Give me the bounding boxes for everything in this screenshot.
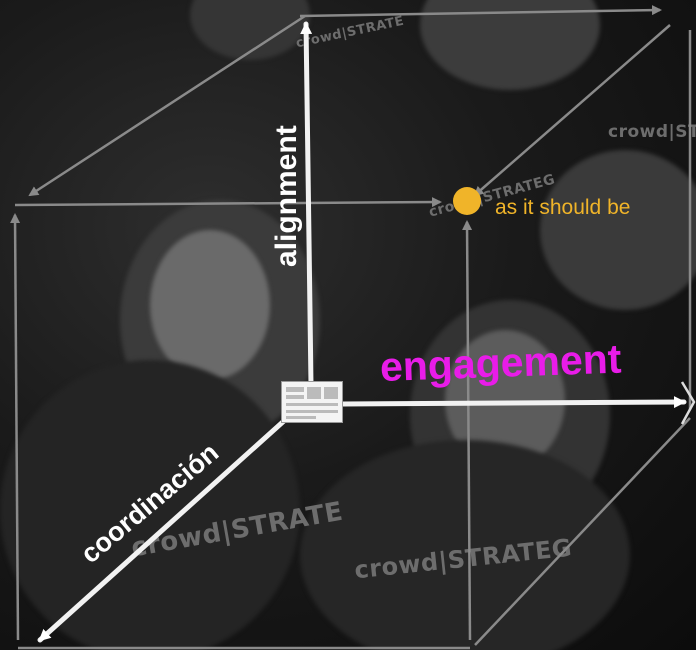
document-row (286, 403, 338, 406)
alignment-axis (300, 21, 314, 388)
document-row (286, 395, 304, 399)
cube-edge (474, 417, 691, 646)
cube-edge (14, 197, 442, 208)
cube-edge (28, 14, 306, 197)
shirt-logo: crowd|ST (608, 122, 696, 142)
person-silhouette (0, 360, 300, 650)
document-row (286, 416, 316, 419)
person-silhouette (540, 150, 696, 310)
alignment-axis-label: alignment (270, 125, 303, 267)
document-row (324, 387, 338, 399)
coordination-axis (37, 417, 288, 643)
document-row (286, 387, 304, 392)
person-silhouette (150, 230, 270, 380)
document-row (307, 387, 321, 399)
chevron-right-icon (680, 381, 696, 425)
cube-edge (10, 213, 21, 641)
engagement-axis (340, 396, 687, 409)
cube-edge (473, 24, 671, 197)
cube-edge (299, 5, 662, 18)
person-silhouette (300, 440, 630, 650)
engagement-axis-label: engagement (379, 335, 623, 390)
cube-edge (462, 220, 473, 641)
framework-document-icon (281, 381, 343, 423)
document-row (286, 410, 338, 413)
target-label: as it should be (495, 196, 631, 219)
target-point (453, 187, 481, 215)
